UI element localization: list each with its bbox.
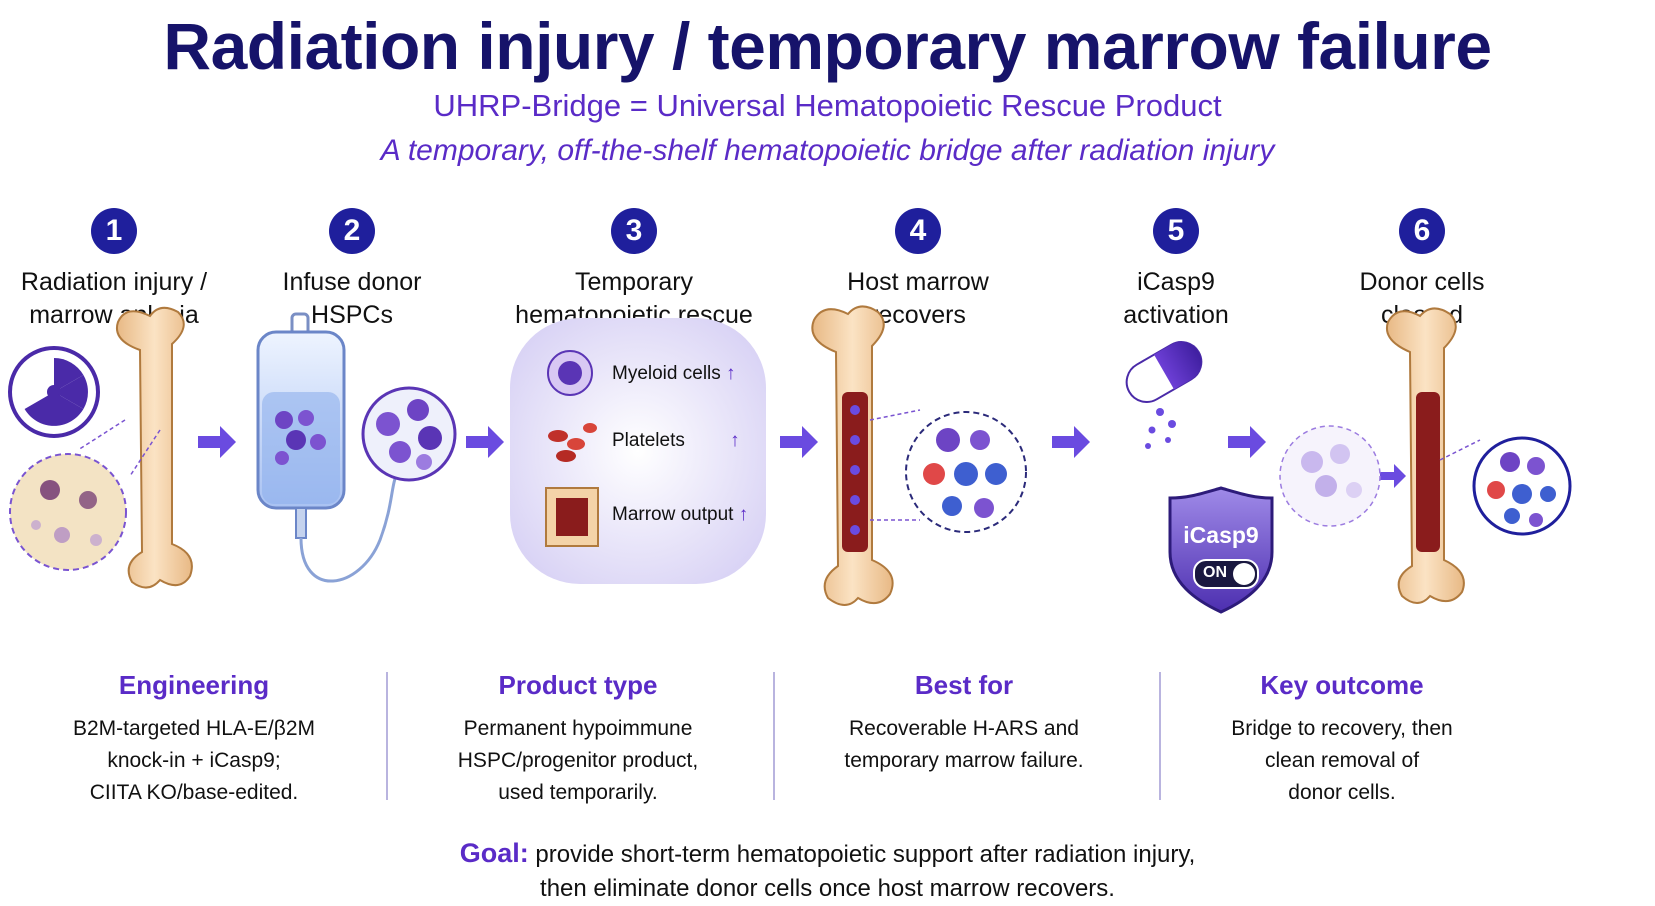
step-label: Temporary hematopoietic rescue (515, 268, 753, 329)
platelets-label: Platelets ↑ (612, 430, 740, 451)
divider (386, 672, 388, 800)
bone-icon (1386, 307, 1465, 604)
step-number-badge: 6 (1399, 208, 1445, 254)
arrow-right-icon (1052, 426, 1090, 458)
step-3: 3 Temporary hematopoietic rescue (504, 208, 764, 332)
goal-line-1: provide short-term hematopoietic support… (535, 841, 1196, 868)
goal-line-2: then eliminate donor cells once host mar… (540, 875, 1115, 902)
step-number-badge: 2 (329, 208, 375, 254)
step-4: 4 Host marrow recovers (788, 208, 1048, 332)
column-heading: Best for (914, 670, 1014, 700)
column-heading: Engineering (118, 670, 270, 700)
shield-icon (1168, 486, 1274, 614)
step-label: Host marrow recovers (847, 268, 989, 329)
info-column-product-type: Product type Permanent hypoimmune HSPC/p… (393, 670, 763, 809)
arrow-right-icon (1380, 464, 1406, 488)
arrow-right-icon (466, 426, 504, 458)
shield-label: iCasp9 (1183, 522, 1259, 548)
icasp9-toggle: ON (1193, 559, 1259, 589)
step-number-badge: 5 (1153, 208, 1199, 254)
info-column-engineering: Engineering B2M-targeted HLA-E/β2M knock… (9, 670, 379, 809)
info-column-key-outcome: Key outcome Bridge to recovery, then cle… (1157, 670, 1527, 809)
divider (773, 672, 775, 800)
faded-cell-cluster-icon (1279, 425, 1381, 527)
info-column-best-for: Best for Recoverable H-ARS and temporary… (779, 670, 1149, 777)
column-text: Bridge to recovery, then clean removal o… (1231, 717, 1453, 804)
myeloid-label: Myeloid cells ↑ (612, 363, 736, 384)
rescue-panel (510, 318, 766, 584)
platelet-icon (548, 423, 597, 462)
column-text: Recoverable H-ARS and temporary marrow f… (844, 717, 1084, 772)
capsule-icon (1125, 341, 1203, 449)
column-heading: Product type (498, 670, 658, 700)
arrow-right-icon (780, 426, 818, 458)
iv-bag-icon (256, 312, 402, 583)
goal-label: Goal: (459, 838, 529, 868)
column-text: B2M-targeted HLA-E/β2M knock-in + iCasp9… (72, 717, 315, 804)
step-label: Infuse donor HSPCs (282, 268, 422, 329)
aplastic-marrow-magnifier (9, 419, 161, 571)
radiation-icon (8, 346, 100, 438)
arrow-up-icon: ↑ (726, 363, 736, 384)
arrow-right-icon (1228, 426, 1266, 458)
step-5: 5 iCasp9 activation (1046, 208, 1306, 332)
step-number-badge: 4 (895, 208, 941, 254)
arrow-up-icon: ↑ (738, 504, 749, 525)
goal-statement: Goal: provide short-term hematopoietic s… (0, 836, 1655, 906)
step-number-badge: 3 (611, 208, 657, 254)
marrow-output-label: Marrow output ↑ (612, 504, 749, 525)
page-tagline: A temporary, off-the-shelf hematopoietic… (380, 134, 1275, 167)
step-label: iCasp9 activation (1123, 268, 1229, 329)
divider (1159, 672, 1161, 800)
bone-icon (116, 306, 193, 589)
cell-cluster-icon (361, 386, 457, 482)
page-title: Radiation injury / temporary marrow fail… (163, 9, 1492, 83)
column-heading: Key outcome (1260, 670, 1424, 700)
cell-cluster-icon (1439, 436, 1572, 536)
arrow-up-icon: ↑ (730, 430, 740, 451)
cell-cluster-icon (869, 409, 1027, 533)
bone-icon (811, 305, 894, 606)
arrow-right-icon (198, 426, 236, 458)
column-text: Permanent hypoimmune HSPC/progenitor pro… (457, 717, 699, 804)
page-subtitle: UHRP-Bridge = Universal Hematopoietic Re… (433, 88, 1222, 123)
step-number-badge: 1 (91, 208, 137, 254)
step-2: 2 Infuse donor HSPCs (222, 208, 482, 332)
